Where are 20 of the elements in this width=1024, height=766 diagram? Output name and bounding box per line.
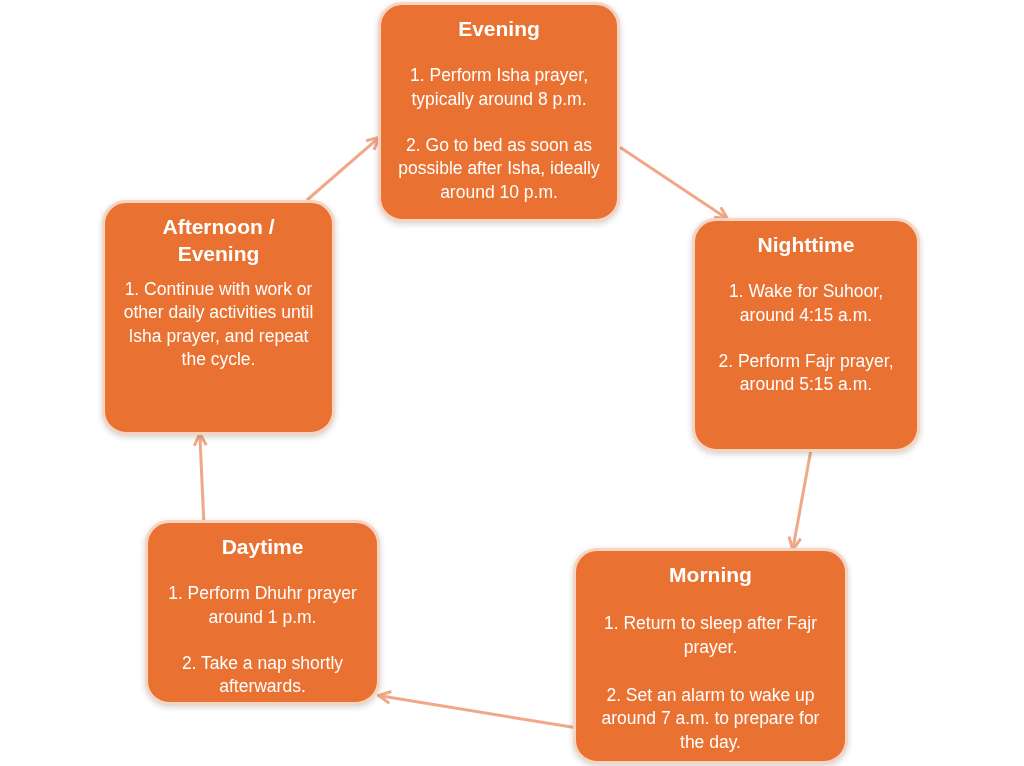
step-text: 2. Set an alarm to wake up around 7 a.m. to prepare for the day.: [600, 683, 821, 754]
arrow: [377, 690, 574, 729]
step-text: 1. Wake for Suhoor, around 4:15 a.m.: [728, 280, 884, 327]
step-box: [573, 548, 848, 764]
step-text: 2. Go to bed as soon as possible after Isha, ideally around 10 p.m.: [397, 133, 601, 204]
step-box: [378, 2, 620, 222]
step-heading: Morning: [669, 562, 752, 588]
step-heading: Evening: [458, 16, 540, 42]
step-box: [145, 520, 380, 705]
step-heading: Nighttime: [757, 232, 855, 258]
step-text: 1. Perform Dhuhr prayer around 1 p.m.: [167, 582, 358, 629]
step-box: [692, 218, 920, 452]
step-text: 2. Perform Fajr prayer, around 5:15 a.m.: [717, 349, 895, 397]
step-text: 2. Take a nap shortly afterwards.: [180, 651, 345, 699]
step-text: 1. Perform Isha prayer, typically around 8 p.m.: [409, 64, 589, 111]
step-heading: Afternoon / Evening: [161, 214, 276, 268]
step-heading: Daytime: [221, 534, 304, 560]
step-text: 1. Continue with work or other daily activities until Isha prayer, and repeat the cycle.: [122, 277, 315, 372]
step-text: 1. Return to sleep after Fajr prayer.: [603, 612, 818, 659]
step-box: [102, 200, 335, 435]
